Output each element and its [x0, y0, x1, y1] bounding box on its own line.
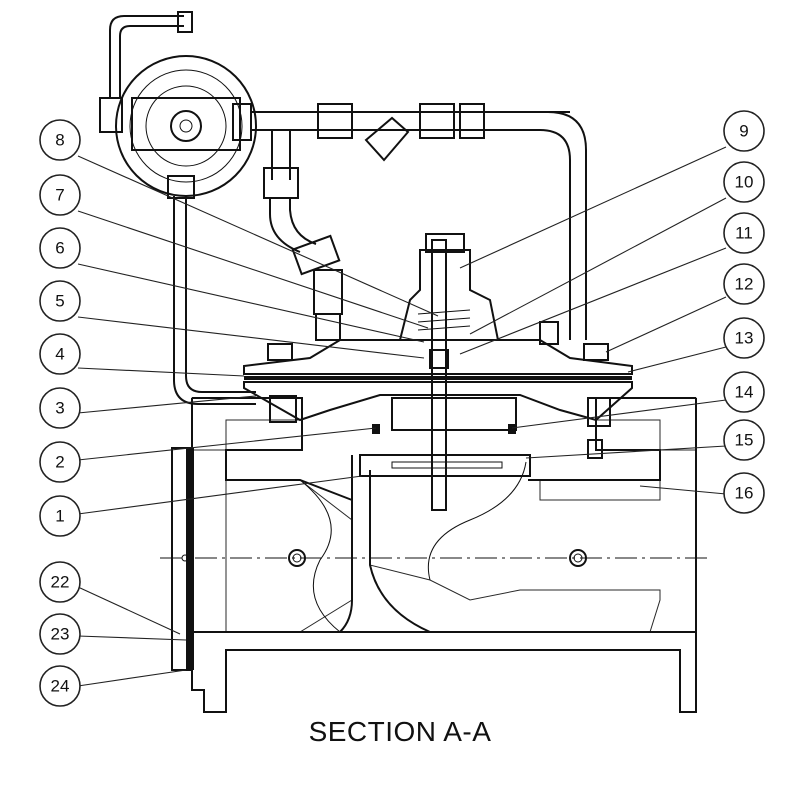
callouts: 8 7 6 5 4 3 2 1 9 10 11 12 13 14 15 16 2…: [39, 110, 765, 707]
svg-text:13: 13: [735, 329, 754, 348]
svg-text:11: 11: [735, 224, 753, 243]
callout-5: 5: [39, 280, 81, 322]
callout-8: 8: [39, 119, 81, 161]
callout-22: 22: [39, 561, 81, 603]
callout-11: 11: [723, 212, 765, 254]
callout-13: 13: [723, 317, 765, 359]
cover-assembly: [243, 233, 633, 511]
callout-10: 10: [723, 161, 765, 203]
callout-3: 3: [39, 387, 81, 429]
svg-text:14: 14: [735, 383, 754, 402]
callout-12: 12: [723, 263, 765, 305]
svg-text:23: 23: [51, 625, 70, 644]
callout-7: 7: [39, 174, 81, 216]
svg-text:12: 12: [735, 275, 754, 294]
svg-text:10: 10: [735, 173, 754, 192]
svg-text:4: 4: [55, 345, 64, 364]
valve-body: [160, 397, 712, 713]
callout-9: 9: [723, 110, 765, 152]
svg-text:2: 2: [55, 453, 64, 472]
callout-23: 23: [39, 613, 81, 655]
callout-15: 15: [723, 419, 765, 461]
svg-text:8: 8: [55, 131, 64, 150]
callout-2: 2: [39, 441, 81, 483]
svg-text:9: 9: [739, 122, 748, 141]
leader-lines: [77, 146, 727, 687]
svg-text:1: 1: [55, 507, 64, 526]
svg-text:5: 5: [55, 292, 64, 311]
callout-1: 1: [39, 495, 81, 537]
svg-text:7: 7: [55, 186, 64, 205]
callout-4: 4: [39, 333, 81, 375]
svg-text:6: 6: [55, 239, 64, 258]
svg-text:15: 15: [735, 431, 754, 450]
section-caption: SECTION A-A: [308, 716, 492, 747]
svg-text:22: 22: [51, 573, 70, 592]
callout-6: 6: [39, 227, 81, 269]
callout-16: 16: [723, 472, 765, 514]
callout-14: 14: [723, 371, 765, 413]
svg-text:16: 16: [735, 484, 754, 503]
svg-text:3: 3: [55, 399, 64, 418]
callout-24: 24: [39, 665, 81, 707]
pilot-assembly: [99, 11, 611, 459]
svg-text:24: 24: [51, 677, 70, 696]
